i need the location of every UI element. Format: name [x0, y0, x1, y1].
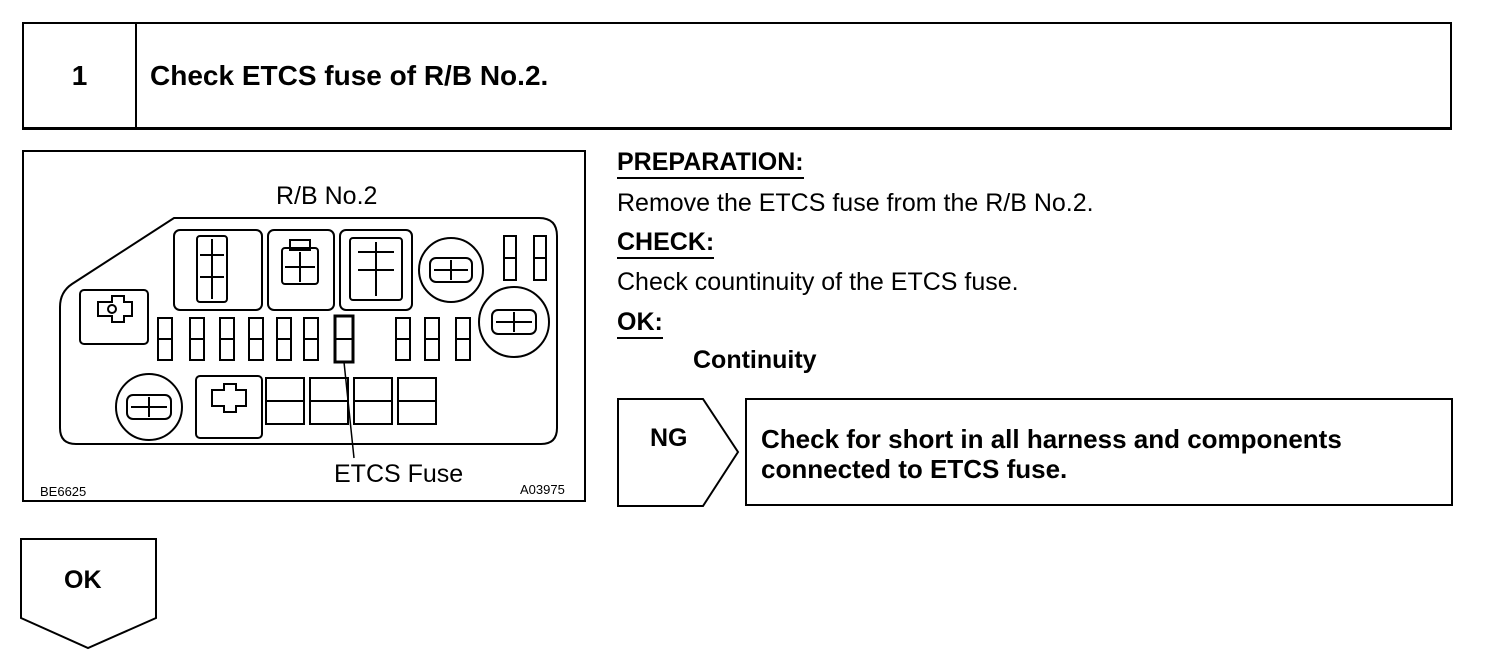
preparation-text: Remove the ETCS fuse from the R/B No.2. — [617, 189, 1094, 217]
side-connector — [79, 289, 149, 345]
relay-1 — [173, 229, 263, 311]
relay-block-figure: R/B No.2 ETCS Fuse BE6625 A03975 — [22, 150, 586, 502]
round-connector-2 — [478, 286, 550, 358]
step-header: 1 Check ETCS fuse of R/B No.2. — [22, 22, 1452, 130]
preparation-heading: PREPARATION: — [617, 148, 804, 179]
ok-branch-label: OK — [64, 566, 102, 594]
ng-action-text: Check for short in all harness and compo… — [761, 424, 1342, 484]
step-number: 1 — [24, 24, 137, 127]
check-text: Check countinuity of the ETCS fuse. — [617, 268, 1019, 296]
ng-action-box: Check for short in all harness and compo… — [745, 398, 1453, 506]
relay-block-drawing — [59, 217, 558, 459]
ok-arrow — [20, 538, 157, 650]
figure-title: R/B No.2 — [276, 182, 378, 210]
etcs-fuse-callout: ETCS Fuse — [334, 460, 464, 488]
round-connector-3 — [115, 373, 183, 441]
ok-heading: OK: — [617, 308, 663, 339]
ng-action-line-2: connected to ETCS fuse. — [761, 454, 1068, 484]
relay-3 — [339, 229, 413, 311]
bottom-connector — [195, 375, 263, 439]
etcs-fuse-leader — [343, 361, 355, 459]
ng-action-line-1: Check for short in all harness and compo… — [761, 424, 1342, 454]
check-heading: CHECK: — [617, 228, 715, 259]
figure-code-right: A03975 — [520, 482, 565, 497]
ng-label: NG — [650, 424, 688, 452]
figure-code-left: BE6625 — [40, 484, 87, 499]
relay-block-outline — [59, 217, 558, 445]
round-connector-1 — [418, 237, 484, 303]
ng-arrow — [617, 398, 740, 507]
step-title: Check ETCS fuse of R/B No.2. — [150, 59, 549, 91]
ok-value: Continuity — [693, 346, 817, 374]
relay-2 — [267, 229, 335, 311]
